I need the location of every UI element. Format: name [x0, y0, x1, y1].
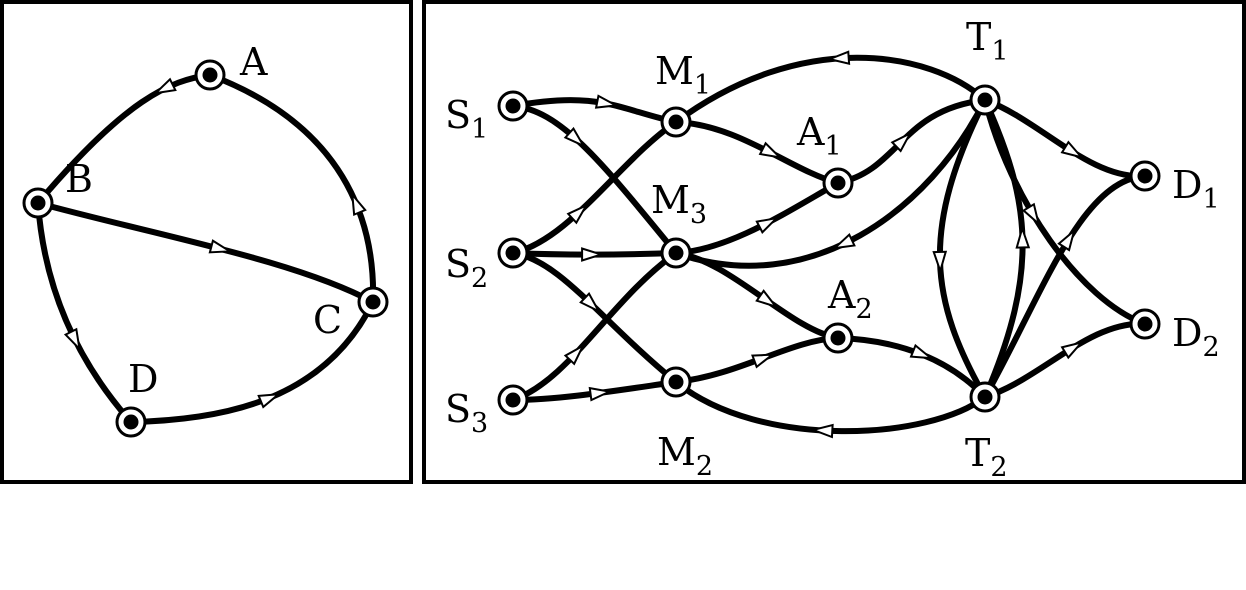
edge-t2-to-d2-arrow	[1060, 340, 1085, 360]
node-label-t1: T1	[966, 15, 1009, 67]
edge-t1-to-m1-arrow	[826, 50, 851, 66]
edge-d-to-c-arrow	[257, 392, 282, 409]
node-a2	[822, 322, 854, 354]
edge-b-to-c-arrow	[208, 239, 233, 254]
node-label-c: C	[313, 298, 342, 342]
node-label-m1: M1	[655, 49, 711, 101]
edge-s3-to-m3-arrow	[563, 343, 586, 366]
node-label-m2: M2	[657, 430, 713, 482]
node-label-d1: D1	[1172, 163, 1220, 215]
node-s3	[497, 384, 529, 416]
node-c	[357, 286, 389, 318]
edge-m2-to-a2-arrow	[751, 353, 776, 369]
node-m1	[660, 106, 692, 138]
edge-s1-to-m1-arrow	[594, 94, 620, 109]
edge-s2-to-m1	[510, 119, 679, 256]
node-label-a1: A1	[796, 110, 842, 162]
edge-s3-to-m2-arrow	[588, 386, 613, 402]
edge-t2-to-d1-arrow	[1057, 227, 1076, 252]
edge-m3-to-a1-arrow	[755, 216, 780, 234]
edge-t1-to-d2-arrow	[1021, 202, 1041, 227]
node-label-m3: M3	[651, 178, 707, 230]
node-label-b: B	[65, 157, 93, 201]
node-label-d: D	[128, 357, 158, 401]
panel-right	[422, 0, 1246, 484]
edge-t1-to-m3-arrow	[831, 232, 856, 250]
edge-t1-to-m3	[673, 97, 988, 269]
edge-t2-to-t1-arrow	[1015, 225, 1031, 249]
edge-a-to-b-arrow	[152, 77, 177, 95]
nodes-layer	[22, 59, 1161, 438]
edge-m3-to-a2-arrow	[755, 289, 779, 309]
edge-a2-to-t2-arrow	[909, 343, 934, 360]
node-b	[22, 187, 54, 219]
node-t2	[969, 381, 1001, 413]
edge-c-to-a-arrow	[351, 191, 367, 217]
node-s2	[497, 237, 529, 269]
edge-a1-to-t1-arrow	[890, 131, 913, 153]
node-label-s1: S1	[445, 93, 488, 145]
node-label-d2: D2	[1172, 311, 1220, 363]
node-label-t2: T2	[965, 431, 1008, 483]
edge-t2-to-d1	[982, 173, 1148, 400]
node-d	[115, 406, 147, 438]
node-a1	[822, 167, 854, 199]
edge-b-to-d-arrow	[63, 327, 81, 352]
node-m3	[660, 237, 692, 269]
edge-t2-to-m2-arrow	[810, 423, 834, 439]
arrows-layer	[63, 50, 1085, 439]
edge-t1-to-t2-arrow	[932, 250, 948, 275]
node-d1	[1129, 160, 1161, 192]
edge-s2-to-m3-arrow	[581, 247, 605, 262]
edge-s3-to-m3	[510, 250, 679, 403]
node-label-s3: S3	[445, 387, 488, 439]
edge-m1-to-a1-arrow	[758, 141, 783, 159]
node-a	[194, 59, 226, 91]
edge-b-to-d	[35, 200, 134, 425]
edge-s2-to-m1-arrow	[566, 203, 589, 225]
node-m2	[660, 366, 692, 398]
node-label-a: A	[239, 40, 268, 84]
node-label-s2: S2	[445, 242, 488, 294]
node-s1	[497, 90, 529, 122]
edge-s1-to-m3-arrow	[563, 126, 586, 149]
edge-s2-to-m2-arrow	[579, 291, 602, 314]
node-label-a2: A2	[827, 273, 873, 325]
edge-s2-to-m2	[510, 250, 679, 385]
edge-t1-to-m1	[673, 54, 988, 125]
node-d2	[1129, 308, 1161, 340]
edge-c-to-a	[207, 72, 377, 305]
node-t1	[969, 84, 1001, 116]
edge-t1-to-d2	[982, 97, 1148, 327]
edge-t2-to-m2	[673, 379, 988, 435]
edge-t1-to-d1-arrow	[1060, 140, 1085, 160]
